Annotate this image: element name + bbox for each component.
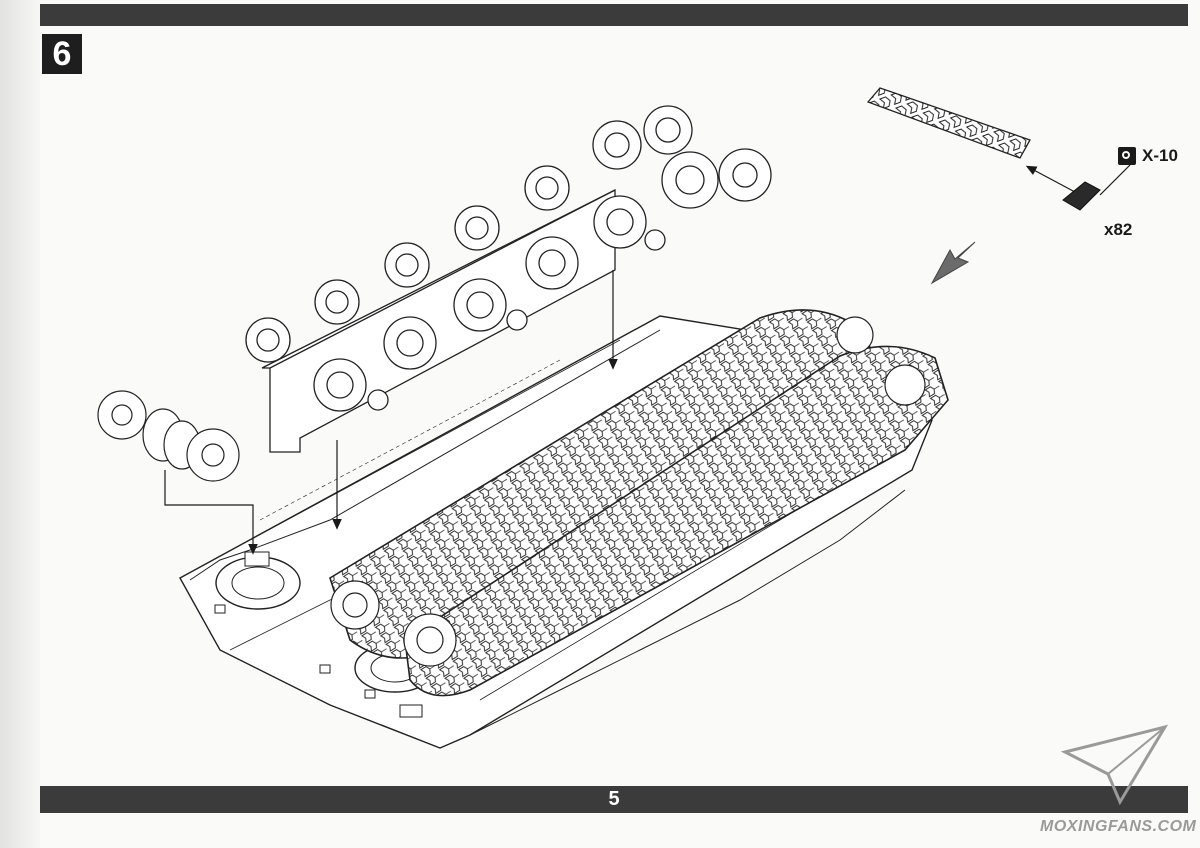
road-wheel-top-row (245, 105, 693, 363)
step-number-badge: 6 (42, 34, 82, 74)
binding-shadow (0, 0, 40, 848)
road-wheel-assembly (245, 105, 772, 453)
drive-sprockets (330, 316, 926, 667)
page-number: 5 (608, 788, 620, 810)
part-code: X-10 (1142, 146, 1178, 165)
assembly-arrows (164, 164, 1131, 555)
bottom-bar: 5 (40, 786, 1188, 813)
sprue-part-icon (1118, 147, 1136, 165)
sprocket-subassembly (97, 390, 240, 482)
part-callout: X-10 (1118, 146, 1178, 166)
paper-plane-logo-icon (1060, 724, 1169, 806)
track-link-detail (866, 87, 1101, 211)
watermark-text: MOXINGFANS.COM (1040, 818, 1197, 835)
top-bar (40, 4, 1188, 26)
direction-arrow-icon (930, 241, 976, 285)
part-quantity: x82 (1104, 220, 1133, 239)
road-wheel-bottom-row (313, 148, 772, 412)
